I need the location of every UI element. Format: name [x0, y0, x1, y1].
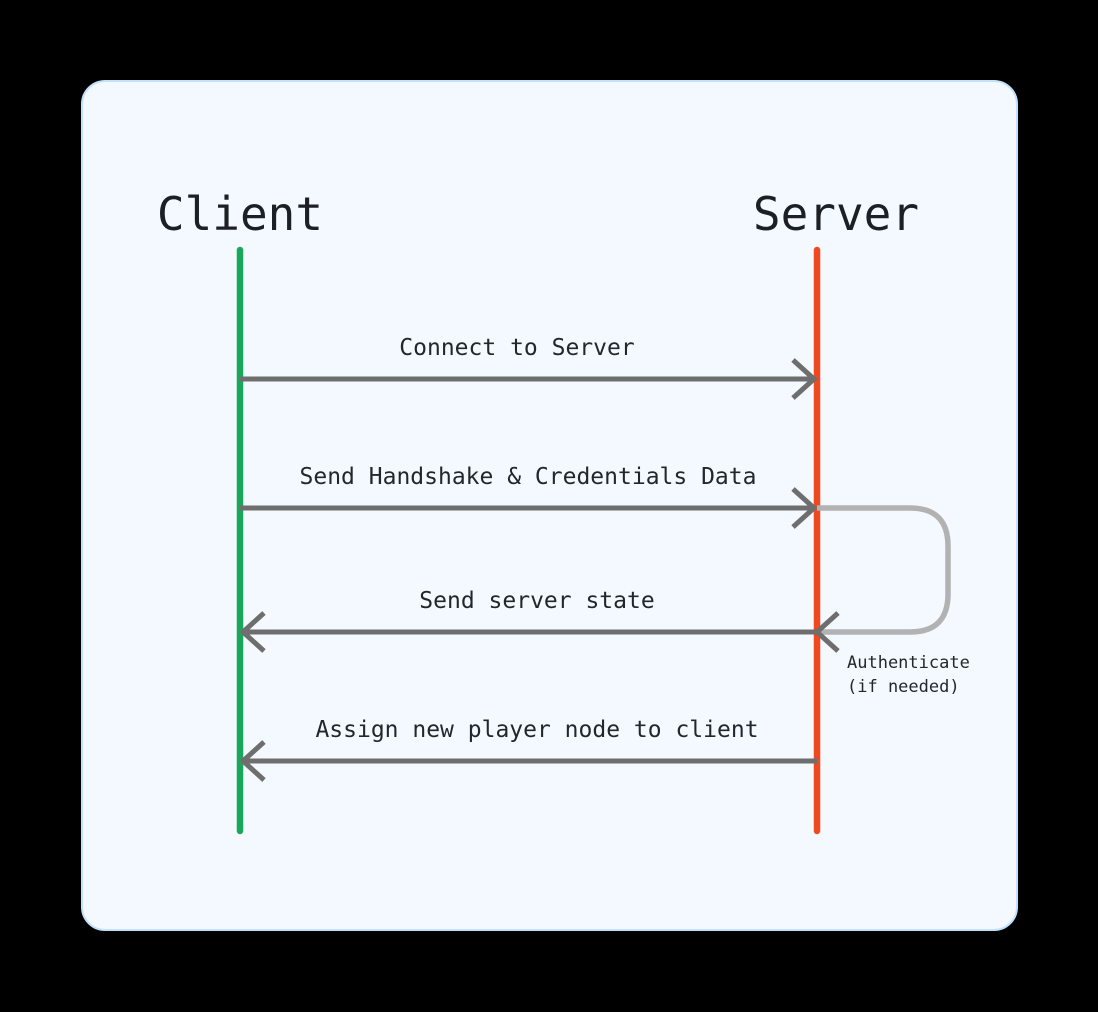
self-message-authenticate[interactable]: Authenticate (if needed) — [817, 505, 970, 697]
arrowhead-left-3 — [239, 611, 266, 653]
participant-label-server: Server — [753, 187, 919, 241]
message-connect-to-server[interactable]: Connect to Server — [240, 335, 818, 400]
message-label-2: Send Handshake & Credentials Data — [300, 464, 757, 490]
message-label-1: Connect to Server — [399, 335, 634, 361]
message-label-3: Send server state — [419, 588, 654, 614]
arrowhead-right-1 — [791, 358, 818, 400]
participant-label-client: Client — [157, 187, 323, 241]
message-send-server-state[interactable]: Send server state — [239, 588, 840, 653]
arrowhead-left-4 — [239, 740, 266, 782]
self-message-label-line1: Authenticate — [847, 653, 970, 673]
arrowhead-right-2 — [791, 487, 818, 529]
self-message-label-line2: (if needed) — [847, 677, 960, 697]
message-send-handshake-credentials[interactable]: Send Handshake & Credentials Data — [240, 464, 818, 529]
arrowhead-left-3-tail — [813, 611, 840, 653]
message-assign-player-node[interactable]: Assign new player node to client — [239, 717, 817, 782]
self-loop-path — [817, 505, 951, 635]
message-label-4: Assign new player node to client — [315, 717, 758, 743]
